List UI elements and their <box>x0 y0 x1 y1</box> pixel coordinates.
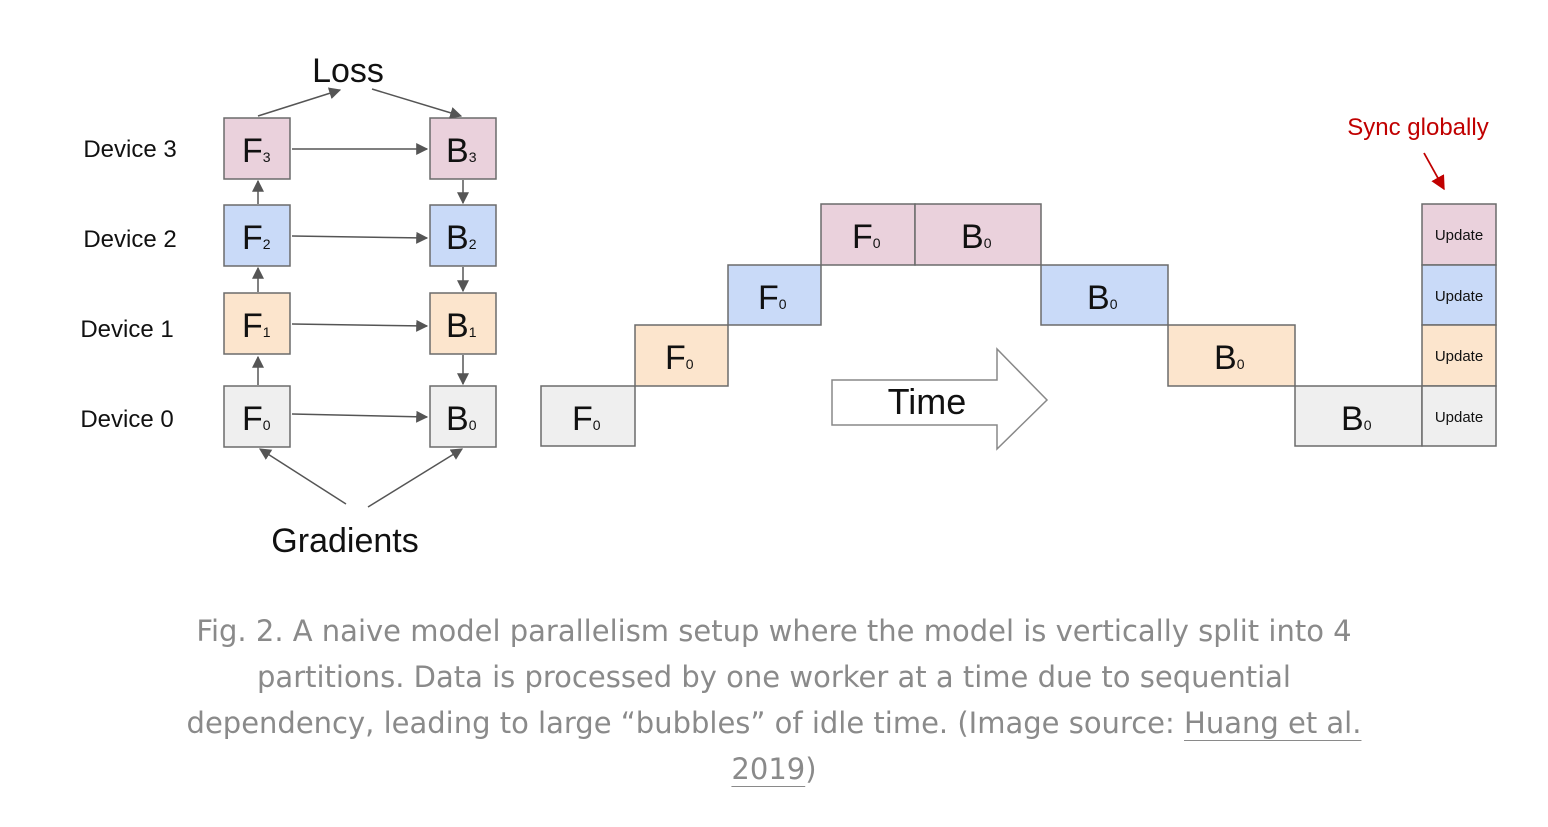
update-device3: Update <box>1421 203 1497 266</box>
loss-label: Loss <box>312 52 384 90</box>
svg-text:B0: B0 <box>1214 339 1245 377</box>
arrow-f3-loss <box>257 87 342 117</box>
svg-text:B1: B1 <box>446 307 477 345</box>
svg-text:F3: F3 <box>242 132 271 170</box>
sync-label: Sync globally <box>1347 114 1488 141</box>
timeline-backward-device0: B0 <box>1294 385 1423 447</box>
arrow-loss-b3 <box>371 88 463 119</box>
svg-text:Update: Update <box>1435 348 1483 365</box>
left-forward-0: F0 <box>223 385 291 448</box>
left-backward-0: B0 <box>429 385 497 448</box>
svg-text:F1: F1 <box>242 307 271 345</box>
left-backward-1: B1 <box>429 292 497 355</box>
timeline-backward-device3: B0 <box>914 203 1042 266</box>
svg-text:F0: F0 <box>665 339 694 377</box>
device-label-0: Device 0 <box>80 406 173 433</box>
left-backward-3: B3 <box>429 117 497 180</box>
svg-text:Update: Update <box>1435 288 1483 305</box>
figure-caption: Fig. 2. A naive model parallelism setup … <box>180 608 1368 792</box>
svg-text:B0: B0 <box>961 218 992 256</box>
caption-text: Fig. 2. A naive model parallelism setup … <box>186 614 1352 740</box>
timeline-backward-device1: B0 <box>1167 324 1296 387</box>
svg-text:B0: B0 <box>1341 400 1372 438</box>
timeline-forward-device1: F0 <box>634 324 729 387</box>
arrow-gradients-b0 <box>367 448 464 508</box>
device-label-1: Device 1 <box>80 316 173 343</box>
caption-source-link[interactable]: Huang et al. 2019 <box>731 706 1362 786</box>
svg-text:F0: F0 <box>242 400 271 438</box>
update-device2: Update <box>1421 264 1497 326</box>
timeline-forward-device3: F0 <box>820 203 916 266</box>
svg-text:B0: B0 <box>446 400 477 438</box>
svg-text:F0: F0 <box>758 279 787 317</box>
arrow-f1-b1 <box>291 319 429 332</box>
svg-text:F2: F2 <box>242 219 271 257</box>
svg-text:B2: B2 <box>446 219 477 257</box>
left-forward-3: F3 <box>223 117 291 180</box>
caption-suffix: ) <box>805 752 817 786</box>
sync-arrow <box>1423 152 1445 191</box>
svg-text:B0: B0 <box>1087 279 1118 317</box>
timeline-forward-device2: F0 <box>727 264 822 326</box>
arrow-f2-b2 <box>291 231 429 244</box>
timeline-forward-device0: F0 <box>540 385 636 447</box>
svg-text:Update: Update <box>1435 227 1483 244</box>
svg-text:B3: B3 <box>446 132 477 170</box>
device-label-3: Device 3 <box>83 136 176 163</box>
left-forward-1: F1 <box>223 292 291 355</box>
device-label-2: Device 2 <box>83 226 176 253</box>
timeline-backward-device2: B0 <box>1040 264 1169 326</box>
left-forward-2: F2 <box>223 204 291 267</box>
svg-text:F0: F0 <box>572 400 601 438</box>
left-backward-2: B2 <box>429 204 497 267</box>
svg-text:Update: Update <box>1435 409 1483 426</box>
arrow-f0-b0 <box>291 410 429 423</box>
update-device0: Update <box>1421 385 1497 447</box>
time-arrow: Time <box>831 347 1049 451</box>
update-device1: Update <box>1421 324 1497 387</box>
time-label: Time <box>888 381 967 422</box>
pipeline-diagram: Device 3 Device 2 Device 1 Device 0 F3 F… <box>80 52 1497 560</box>
arrow-gradients-f0 <box>258 448 347 505</box>
svg-text:F0: F0 <box>852 218 881 256</box>
gradients-label: Gradients <box>271 522 418 560</box>
